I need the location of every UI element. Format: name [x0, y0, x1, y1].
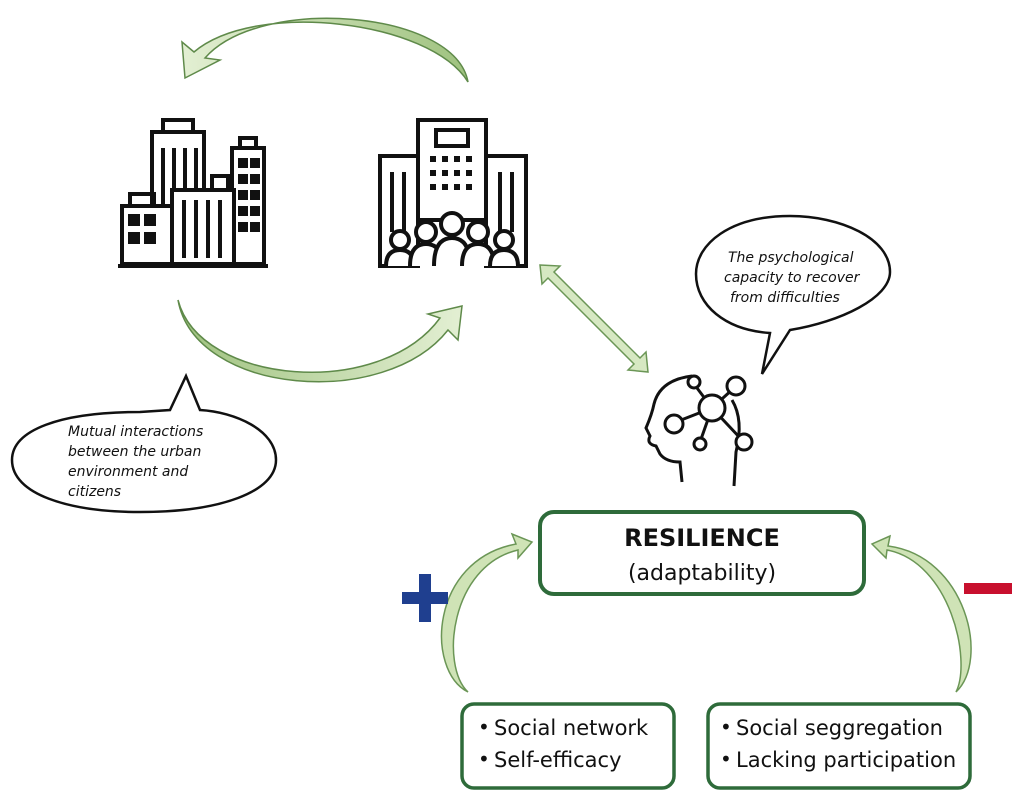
- resilience-subtitle: (adaptability): [628, 561, 776, 586]
- negative-factors-box: • Social seggregation • Lacking particip…: [706, 702, 972, 790]
- bullet: •: [720, 747, 732, 771]
- head-network-icon: [644, 374, 754, 487]
- psychological-line-3: from difficulties: [730, 290, 840, 306]
- community-building-icon: [378, 118, 528, 268]
- negative-factor-1: Social seggregation: [736, 716, 943, 740]
- minus-sign-icon: [964, 583, 1012, 594]
- bullet: •: [720, 715, 732, 739]
- negative-factor-2: Lacking participation: [736, 748, 956, 772]
- bullet: •: [478, 715, 490, 739]
- resilience-box: RESILIENCE (adaptability): [538, 510, 866, 596]
- positive-factors-box: • Social network • Self-efficacy: [460, 702, 676, 790]
- city-skyline-icon: [118, 118, 268, 268]
- top-cycle-arrow: [181, 17, 469, 83]
- interactions-bubble: Mutual interactions between the urban en…: [10, 372, 278, 514]
- interactions-line-4: citizens: [68, 484, 121, 500]
- psychological-line-2: capacity to recover: [724, 270, 861, 286]
- psychological-bubble: The psychological capacity to recover fr…: [694, 214, 892, 375]
- interactions-line-1: Mutual interactions: [68, 424, 203, 440]
- interactions-line-2: between the urban: [68, 444, 201, 460]
- bullet: •: [478, 747, 490, 771]
- resilience-title: RESILIENCE: [624, 524, 780, 552]
- positive-arrow: [440, 532, 534, 693]
- positive-factor-2: Self-efficacy: [494, 748, 622, 772]
- double-arrow: [539, 264, 649, 373]
- negative-arrow: [870, 534, 972, 693]
- interactions-line-3: environment and: [68, 464, 188, 480]
- plus-sign-icon: [402, 574, 448, 622]
- bottom-cycle-arrow: [177, 299, 463, 383]
- positive-factor-1: Social network: [494, 716, 649, 740]
- psychological-line-1: The psychological: [728, 250, 854, 266]
